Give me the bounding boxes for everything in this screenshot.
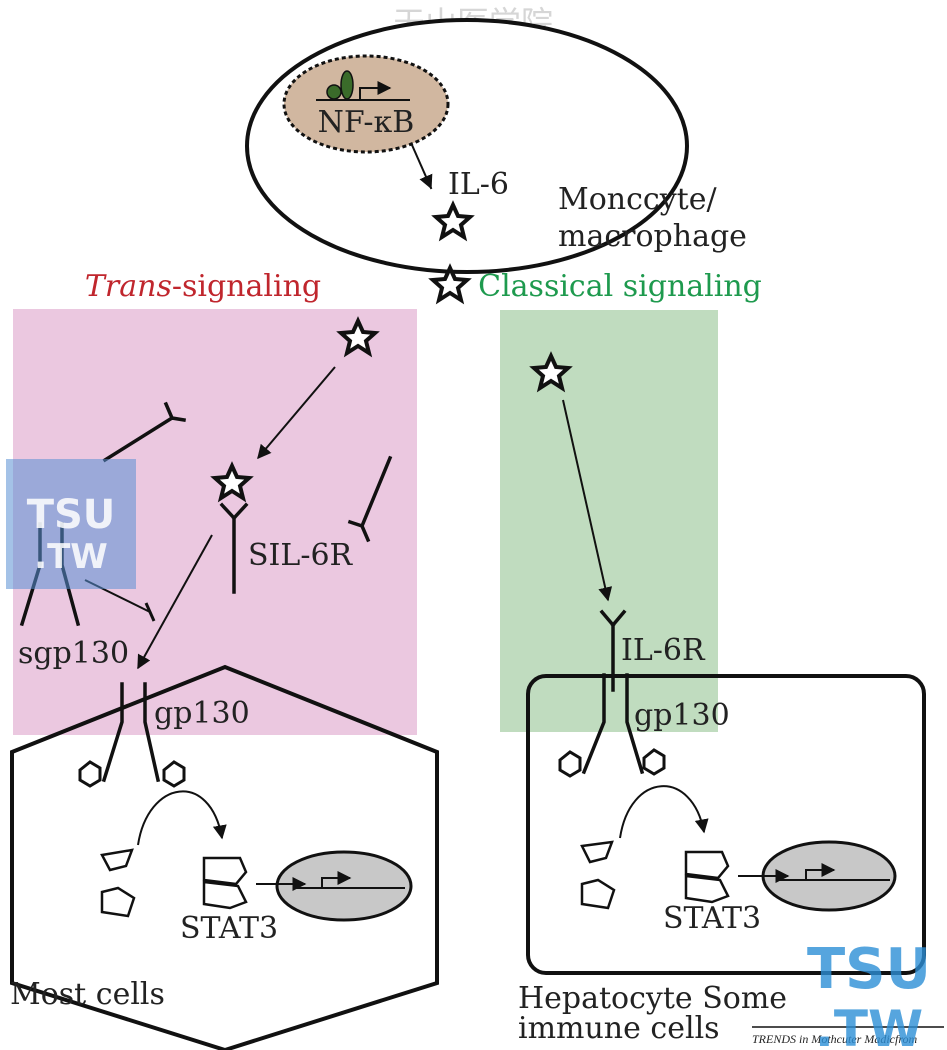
svg-text:TSU: TSU [27, 492, 116, 538]
sil6r-label: SIL-6R [248, 538, 354, 573]
nucleus-trans [275, 850, 413, 922]
stat3-monomer-top-trans-icon [100, 848, 134, 872]
phosphate-right-classical-icon [642, 748, 666, 776]
trans-signaling-title: Trans-signaling [85, 269, 321, 304]
svg-text:.TW: .TW [34, 537, 108, 577]
tsu-watermark-right: TSU .TW [807, 937, 931, 1050]
stat3-monomer-bottom-classical-icon [580, 878, 616, 910]
promoter-arrow-icon [359, 81, 392, 100]
phosphate-right-trans-icon [162, 760, 186, 788]
gene-marker-oval-icon [340, 70, 354, 100]
cell-type-line2: macrophage [558, 219, 747, 254]
phosphate-left-trans-icon [78, 760, 102, 788]
sgp130-inhibition-bar [144, 602, 156, 622]
svg-text:.TW: .TW [815, 1000, 923, 1050]
complex-to-gp130-arrow [137, 534, 213, 670]
stat3-activation-arrow-trans [137, 790, 227, 846]
nfkb-label: NF-κB [318, 105, 415, 140]
hepatocyte-label-line2: immune cells [518, 1011, 720, 1046]
free-sil6r-2-icon [347, 455, 393, 543]
nfkb-to-il6-arrow [410, 143, 433, 190]
gp130-trans-icon [101, 682, 161, 783]
promoter-classical-icon [805, 863, 836, 880]
il6r-label: IL-6R [621, 633, 706, 668]
sil6r-receptor-icon [219, 502, 249, 594]
tsu-watermark-left: TSU .TW [6, 459, 136, 589]
gp130-classical-label: gp130 [634, 698, 730, 733]
gene-marker-round-icon [326, 84, 342, 100]
nucleus-top [282, 54, 450, 154]
most-cells-membrane [10, 664, 439, 1050]
stat3-dimer-bottom-trans-icon [202, 880, 248, 910]
stat3-monomer-top-classical-icon [580, 840, 614, 864]
svg-text:TSU: TSU [807, 937, 931, 1002]
stat3-trans-label: STAT3 [180, 911, 278, 946]
phosphate-left-classical-icon [558, 750, 582, 778]
il6-to-il6r-arrow [562, 399, 613, 602]
stat3-activation-arrow-classical [619, 785, 709, 839]
most-cells-label: Most cells [10, 977, 165, 1012]
gp130-classical-icon [581, 673, 645, 775]
il6r-receptor-icon [599, 609, 627, 692]
classical-signaling-title: Classical signaling [478, 269, 762, 304]
free-sil6r-1-icon [102, 401, 187, 463]
stat3-dimer-bottom-classical-icon [684, 874, 730, 904]
hepatocyte-label-line1: Hepatocyte Some [518, 981, 787, 1016]
sgp130-label: sgp130 [18, 636, 129, 671]
hepatocyte-membrane [526, 674, 926, 975]
classical-signaling-panel [500, 310, 718, 732]
il6-label: IL-6 [448, 167, 509, 202]
stat3-classical-label: STAT3 [663, 901, 761, 936]
gp130-trans-label: gp130 [154, 696, 250, 731]
stat3-monomer-bottom-trans-icon [100, 886, 136, 918]
stat3-dimer-top-classical-icon [684, 850, 730, 880]
footer-credit: TRENDS in Mothcuter Madicfrom [752, 1032, 918, 1046]
cell-type-line1: Monccyte/ [558, 182, 717, 217]
il6-to-sil6r-arrow [257, 366, 336, 460]
promoter-trans-icon [321, 871, 352, 888]
stat3-dimer-top-trans-icon [202, 856, 248, 886]
